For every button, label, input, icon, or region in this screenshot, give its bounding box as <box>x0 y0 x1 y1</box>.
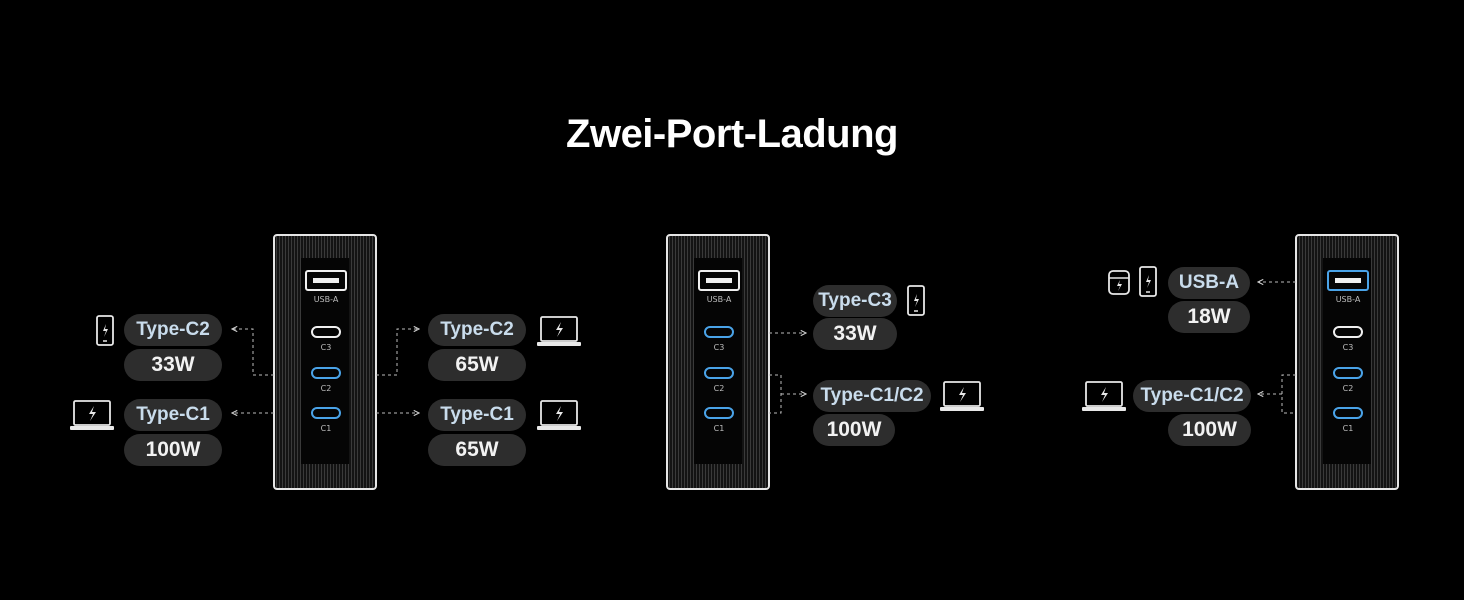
laptop-icon <box>1082 381 1126 411</box>
earbuds-icon <box>1108 270 1130 295</box>
port-label-c1: C1 <box>320 424 332 433</box>
charger-3 <box>1258 234 1399 490</box>
power-pill: 100W <box>813 414 895 446</box>
port-label-c1: C1 <box>713 424 725 433</box>
port-label-c2: C2 <box>713 384 725 393</box>
power-pill: 33W <box>813 318 897 350</box>
port-label-c2: C2 <box>1342 384 1354 393</box>
phone-icon <box>96 315 114 346</box>
laptop-icon <box>70 400 114 430</box>
charger-2 <box>666 234 806 490</box>
c1-port-active <box>311 407 341 419</box>
port-label-usb-a: USB-A <box>313 295 339 304</box>
power-pill: 65W <box>428 434 526 466</box>
port-label-usb-a: USB-A <box>706 295 732 304</box>
charger-1 <box>232 234 419 490</box>
port-label-usb-a: USB-A <box>1335 295 1361 304</box>
power-pill: 65W <box>428 349 526 381</box>
laptop-icon <box>537 316 581 346</box>
connector-c2-right <box>376 329 419 376</box>
page-title: Zwei-Port-Ladung <box>566 112 898 156</box>
port-pill: Type-C1 <box>124 399 222 431</box>
power-pill: 18W <box>1168 301 1250 333</box>
power-pill: 100W <box>1168 414 1251 446</box>
port-label-c3: C3 <box>713 343 725 352</box>
port-pill: Type-C1/C2 <box>1133 380 1251 412</box>
port-pill: Type-C2 <box>124 314 222 346</box>
port-label-c3: C3 <box>320 343 332 352</box>
connector-c2-left <box>232 329 274 376</box>
power-pill: 100W <box>124 434 222 466</box>
port-pill: USB-A <box>1168 267 1250 299</box>
port-label-c1: C1 <box>1342 424 1354 433</box>
port-pill: Type-C1/C2 <box>813 380 931 412</box>
laptop-icon <box>940 381 984 411</box>
laptop-icon <box>537 400 581 430</box>
phone-icon <box>1139 266 1157 297</box>
usb-a-port <box>305 270 347 291</box>
port-label-c2: C2 <box>320 384 332 393</box>
port-pill: Type-C2 <box>428 314 526 346</box>
port-pill: Type-C1 <box>428 399 526 431</box>
phone-icon <box>907 285 925 316</box>
power-pill: 33W <box>124 349 222 381</box>
port-pill: Type-C3 <box>813 285 897 317</box>
c2-port-active <box>311 367 341 379</box>
c3-port <box>311 326 341 338</box>
port-label-c3: C3 <box>1342 343 1354 352</box>
